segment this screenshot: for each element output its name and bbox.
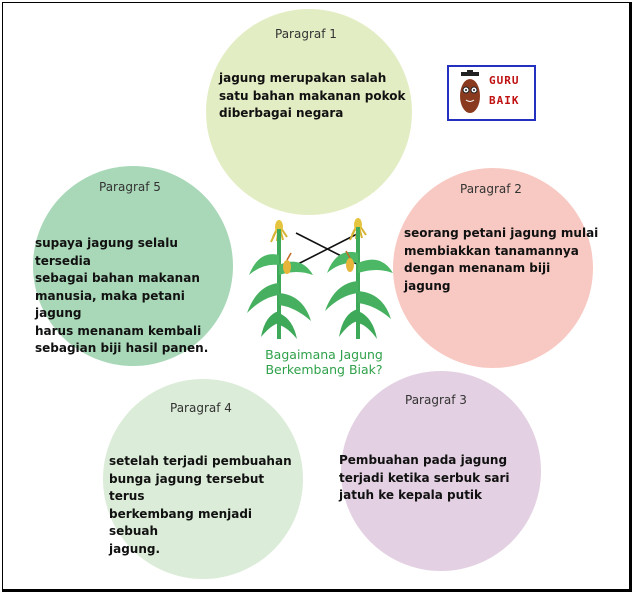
guru-baik-logo: GURU BAIK (447, 65, 536, 121)
logo-text-top: GURU (489, 74, 520, 87)
paragraph-5-circle (33, 166, 233, 366)
corn-plant-right (325, 218, 393, 339)
paragraph-4-title: Paragraf 4 (170, 401, 232, 415)
paragraph-3-text: Pembuahan pada jagung terjadi ketika ser… (339, 453, 510, 502)
teacher-mascot-icon (460, 70, 480, 113)
paragraph-1-circle (206, 9, 412, 215)
paragraph-3-title: Paragraf 3 (405, 393, 467, 407)
paragraph-2-circle (393, 168, 593, 368)
paragraph-5-text: supaya jagung selalu tersedia sebagai ba… (35, 236, 209, 355)
paragraph-5-title: Paragraf 5 (99, 180, 161, 194)
paragraph-3-circle (341, 371, 541, 571)
logo-text-bottom: BAIK (489, 94, 520, 107)
paragraph-4-text: setelah terjadi pembuahan bunga jagung t… (109, 454, 292, 556)
paragraph-2-text: seorang petani jagung mulai membiakkan t… (404, 226, 599, 293)
paragraph-1-text: jagung merupakan salah satu bahan makana… (219, 71, 406, 120)
paragraph-1-title: Paragraf 1 (275, 27, 337, 41)
corn-plant-left (247, 220, 313, 339)
center-question-title: Bagaimana Jagung Berkembang Biak? (265, 347, 383, 377)
paragraph-2-title: Paragraf 2 (460, 182, 522, 196)
paragraph-4-circle (103, 379, 303, 579)
corn-plants-illustration (247, 218, 393, 339)
